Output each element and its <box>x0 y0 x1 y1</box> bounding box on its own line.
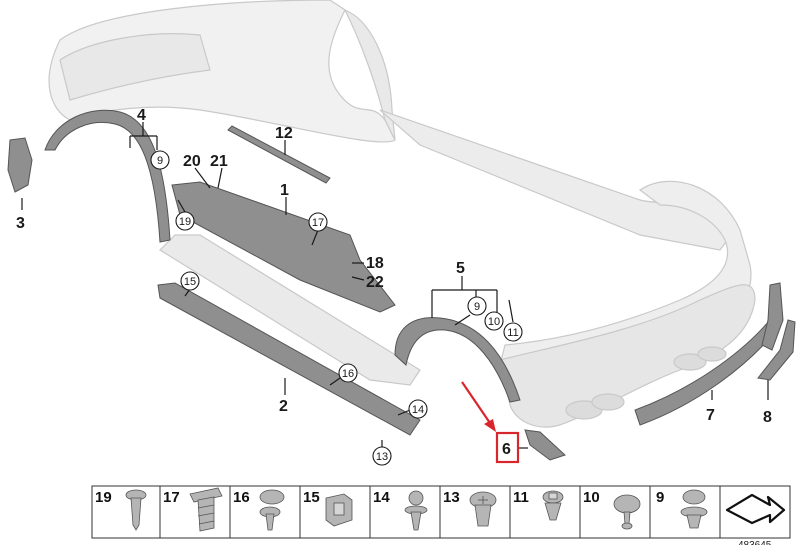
callout-18: 18 <box>366 255 384 272</box>
circle-13 <box>372 446 392 466</box>
circle-10 <box>484 311 504 331</box>
highlight-arrow <box>461 381 496 432</box>
part-8-shape <box>761 282 784 351</box>
callout-11: 11 <box>507 327 518 339</box>
fastener-label-15: 15 <box>303 489 320 506</box>
callout-12: 12 <box>275 125 293 142</box>
callouts: 3 4 12 20 21 1 18 22 5 2 6 7 8 <box>16 107 772 458</box>
callout-22: 22 <box>366 274 384 291</box>
fastener-label-19: 19 <box>95 489 112 506</box>
tree-clip-icon <box>259 489 285 531</box>
fastener-label-17: 17 <box>163 489 180 506</box>
callout-21: 21 <box>210 153 228 170</box>
direction-arrow-icon <box>725 493 786 525</box>
reference-number: 483645 <box>738 540 772 545</box>
callout-1: 1 <box>280 182 289 199</box>
circle-17 <box>308 212 328 232</box>
circle-11 <box>503 322 523 342</box>
circle-15 <box>180 271 200 291</box>
circle-14 <box>408 399 428 419</box>
circled-callout-labels: 9 19 17 15 9 10 11 16 14 13 <box>157 155 519 463</box>
dark-parts <box>7 109 796 461</box>
callout-3: 3 <box>16 215 25 232</box>
part-2-shape <box>157 282 421 436</box>
callout-20: 20 <box>183 153 201 170</box>
fastener-strip: 19 17 16 15 14 13 11 10 9 <box>91 485 791 539</box>
callout-8: 8 <box>763 409 772 426</box>
callout-9b: 9 <box>474 301 480 313</box>
callout-7: 7 <box>706 407 715 424</box>
callout-2: 2 <box>279 398 288 415</box>
callout-16: 16 <box>342 368 354 380</box>
part-5-shape <box>394 317 521 403</box>
part-3-shape <box>7 137 33 193</box>
leader-lines <box>21 122 769 449</box>
fastener-label-16: 16 <box>233 489 250 506</box>
part-6-shape <box>524 429 566 461</box>
circle-9a <box>150 150 170 170</box>
fastener-label-14: 14 <box>373 489 390 506</box>
callout-4: 4 <box>137 107 146 124</box>
highlight-box <box>495 431 520 464</box>
fastener-label-13: 13 <box>443 489 460 506</box>
circle-19 <box>175 211 195 231</box>
screw-rivet-icon <box>469 491 497 527</box>
part-12-shape <box>227 125 331 184</box>
callout-9a: 9 <box>157 155 163 167</box>
fastener-label-10: 10 <box>583 489 600 506</box>
callout-17: 17 <box>312 217 324 229</box>
body-shell <box>48 0 756 428</box>
callout-13: 13 <box>376 451 388 463</box>
callout-15: 15 <box>184 276 196 288</box>
circle-9b <box>467 296 487 316</box>
circled-callouts <box>150 150 523 466</box>
square-clip-icon <box>542 490 564 521</box>
fastener-label-9: 9 <box>656 489 664 506</box>
fir-tree-clip-icon <box>680 489 708 529</box>
push-rivet-icon <box>125 489 147 531</box>
expansion-clip-icon <box>189 487 223 532</box>
fastener-label-11: 11 <box>513 489 529 506</box>
callout-10: 10 <box>488 316 500 328</box>
part-4-shape <box>44 109 171 243</box>
round-button-clip-icon <box>613 494 641 530</box>
callout-14: 14 <box>412 404 424 416</box>
callout-5: 5 <box>456 260 465 277</box>
callout-19: 19 <box>179 216 191 228</box>
callout-6: 6 <box>502 441 511 458</box>
circle-16 <box>338 363 358 383</box>
part-1-shape <box>171 181 396 313</box>
push-clip-icon <box>404 490 428 531</box>
spring-nut-clip-icon <box>325 493 353 527</box>
